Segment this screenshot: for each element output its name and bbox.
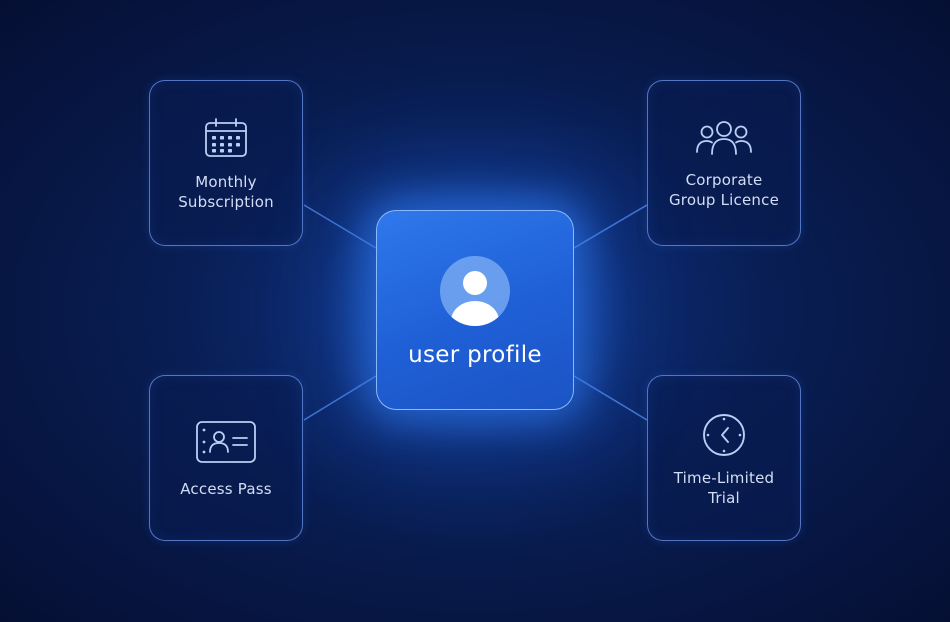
monthly-subscription-label: Monthly Subscription	[156, 172, 296, 212]
connector-monthly	[303, 204, 377, 249]
monthly-subscription-card[interactable]: Monthly Subscription	[149, 80, 303, 246]
group-users-icon	[696, 121, 752, 155]
access-pass-card[interactable]: Access Pass	[149, 375, 303, 541]
corporate-group-licence-label: Corporate Group Licence	[654, 170, 794, 210]
time-limited-trial-label-line1: Time-Limited	[673, 469, 775, 487]
corporate-group-licence-card[interactable]: Corporate Group Licence	[647, 80, 801, 246]
access-pass-label-line1: Access Pass	[180, 480, 272, 498]
user-avatar-icon	[440, 256, 510, 326]
access-pass-label: Access Pass	[156, 479, 296, 499]
monthly-subscription-label-line2: Subscription	[178, 193, 274, 211]
user-profile-hub[interactable]: user profile	[376, 210, 574, 410]
clock-icon	[703, 414, 745, 456]
id-card-icon	[196, 421, 256, 463]
corporate-group-licence-label-line2: Group Licence	[668, 191, 780, 209]
time-limited-trial-label: Time-Limited Trial	[654, 468, 794, 508]
connector-access	[303, 375, 377, 421]
calendar-icon	[205, 118, 247, 157]
monthly-subscription-label-line1: Monthly	[195, 173, 257, 191]
corporate-group-licence-label-line1: Corporate	[685, 171, 763, 189]
time-limited-trial-card[interactable]: Time-Limited Trial	[647, 375, 801, 541]
connector-trial	[573, 375, 648, 421]
time-limited-trial-label-line2: Trial	[708, 489, 740, 507]
connector-corporate	[573, 204, 648, 249]
user-profile-label: user profile	[408, 342, 542, 368]
